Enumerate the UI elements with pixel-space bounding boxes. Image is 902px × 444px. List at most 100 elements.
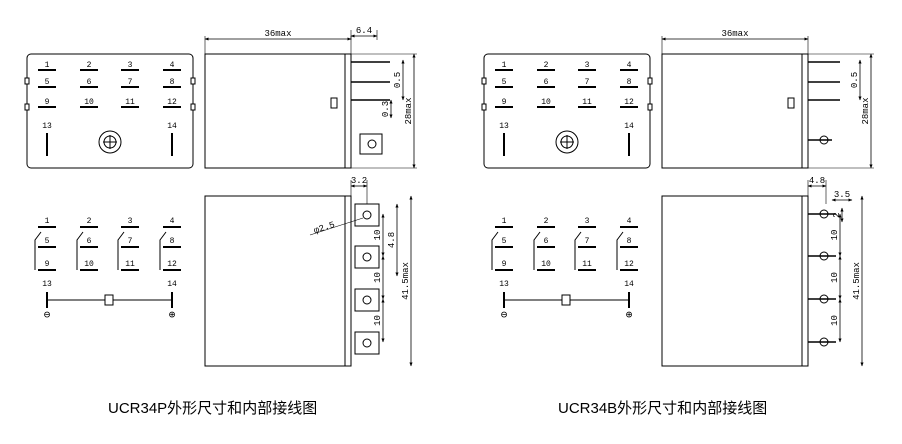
side-view-latch bbox=[330, 97, 338, 109]
wire-label-3: 3 bbox=[585, 217, 590, 226]
wire-switch-3 bbox=[159, 231, 167, 270]
dim-t05: 0.5 bbox=[850, 72, 860, 88]
wire-label-4: 4 bbox=[627, 217, 632, 226]
wire-label-5: 5 bbox=[45, 237, 50, 246]
pin-label-10: 10 bbox=[84, 98, 94, 107]
wire-switch-1 bbox=[533, 231, 541, 270]
dim-pitch2: 10 bbox=[830, 272, 840, 283]
tab-0 bbox=[354, 203, 380, 227]
dim-length: 41.5max bbox=[401, 262, 411, 300]
side-view-base bbox=[344, 53, 352, 169]
pin-label-3: 3 bbox=[585, 61, 590, 70]
pin-label-6: 6 bbox=[544, 78, 549, 87]
pin-label-4: 4 bbox=[170, 61, 175, 70]
dim-height: 28max bbox=[404, 97, 414, 124]
pin-label-13: 13 bbox=[42, 122, 52, 131]
wire-label-5: 5 bbox=[502, 237, 507, 246]
notch-0 bbox=[481, 77, 487, 85]
notch-3 bbox=[190, 103, 196, 111]
notch-2 bbox=[190, 77, 196, 85]
side-view-body bbox=[204, 53, 346, 169]
pin-label-8: 8 bbox=[627, 78, 632, 87]
tab-knob-2 bbox=[819, 294, 829, 304]
wire-label-1: 1 bbox=[502, 217, 507, 226]
pin-label-9: 9 bbox=[502, 98, 507, 107]
wire-label-7: 7 bbox=[585, 237, 590, 246]
notch-1 bbox=[24, 103, 30, 111]
dim-pitch3: 10 bbox=[373, 315, 383, 326]
wire-label-2: 2 bbox=[87, 217, 92, 226]
side-pin-knob bbox=[819, 135, 829, 145]
wire-label-8: 8 bbox=[627, 237, 632, 246]
base-view-outline bbox=[26, 53, 194, 169]
wire-switch-0 bbox=[491, 231, 499, 270]
tab-knob-3 bbox=[819, 337, 829, 347]
pin-label-5: 5 bbox=[45, 78, 50, 87]
tab-2 bbox=[354, 288, 380, 312]
coil-minus-symbol: ⊖ bbox=[501, 310, 508, 322]
pin-label-14: 14 bbox=[167, 122, 177, 131]
wire-label-2: 2 bbox=[544, 217, 549, 226]
wire-label-6: 6 bbox=[544, 237, 549, 246]
caption-ucr34b: UCR34B外形尺寸和内部接线图 bbox=[558, 400, 768, 417]
coil-plus-symbol: ⊕ bbox=[169, 310, 176, 322]
wire-label-14: 14 bbox=[167, 280, 177, 289]
pin-label-10: 10 bbox=[541, 98, 551, 107]
dim-hole-dia: φ2.5 bbox=[313, 220, 337, 236]
wire-switch-2 bbox=[574, 231, 582, 270]
pin-label-8: 8 bbox=[170, 78, 175, 87]
tab-3 bbox=[354, 331, 380, 355]
tab-1 bbox=[354, 245, 380, 269]
coil-plus-symbol: ⊕ bbox=[626, 310, 633, 322]
dim-width: 36max bbox=[264, 29, 291, 39]
wire-label-7: 7 bbox=[128, 237, 133, 246]
wire-label-3: 3 bbox=[128, 217, 133, 226]
pin-label-7: 7 bbox=[585, 78, 590, 87]
notch-1 bbox=[481, 103, 487, 111]
pin-label-7: 7 bbox=[128, 78, 133, 87]
wire-switch-3 bbox=[616, 231, 624, 270]
dim-pin-offset: 6.4 bbox=[356, 26, 372, 36]
dim-pitch1: 10 bbox=[373, 230, 383, 241]
wire-label-11: 11 bbox=[125, 260, 135, 269]
pin-label-5: 5 bbox=[502, 78, 507, 87]
wire-label-9: 9 bbox=[502, 260, 507, 269]
dim-hole-pos: 3.2 bbox=[351, 176, 367, 186]
wire-label-11: 11 bbox=[582, 260, 592, 269]
dim-pin-w: 3.5 bbox=[834, 190, 850, 200]
pin-label-4: 4 bbox=[627, 61, 632, 70]
pin-label-13: 13 bbox=[499, 122, 509, 131]
tab-knob-0 bbox=[819, 209, 829, 219]
pin-label-14: 14 bbox=[624, 122, 634, 131]
pin-label-11: 11 bbox=[125, 98, 135, 107]
wire-label-12: 12 bbox=[624, 260, 634, 269]
coil-symbol bbox=[104, 294, 114, 306]
pin-label-2: 2 bbox=[87, 61, 92, 70]
dim-pin-pos: 4.8 bbox=[809, 176, 825, 186]
notch-0 bbox=[24, 77, 30, 85]
caption-ucr34p: UCR34P外形尺寸和内部接线图 bbox=[108, 400, 318, 417]
tab-hole-1 bbox=[362, 252, 372, 262]
side-solder-tab bbox=[359, 133, 383, 155]
wire-label-13: 13 bbox=[499, 280, 509, 289]
tab-knob-1 bbox=[819, 251, 829, 261]
wire-label-4: 4 bbox=[170, 217, 175, 226]
dim-length: 41.5max bbox=[852, 262, 862, 300]
pin-label-3: 3 bbox=[128, 61, 133, 70]
side2-base bbox=[344, 195, 352, 367]
pin-label-2: 2 bbox=[544, 61, 549, 70]
wire-label-8: 8 bbox=[170, 237, 175, 246]
dim-pitch3: 10 bbox=[830, 315, 840, 326]
wire-label-1: 1 bbox=[45, 217, 50, 226]
side2-base bbox=[801, 195, 809, 367]
tab-hole-3 bbox=[362, 338, 372, 348]
pin-label-1: 1 bbox=[502, 61, 507, 70]
pin-label-6: 6 bbox=[87, 78, 92, 87]
base-view-outline bbox=[483, 53, 651, 169]
dim-edge: 4.8 bbox=[387, 232, 397, 248]
wire-label-9: 9 bbox=[45, 260, 50, 269]
pin-label-12: 12 bbox=[167, 98, 177, 107]
